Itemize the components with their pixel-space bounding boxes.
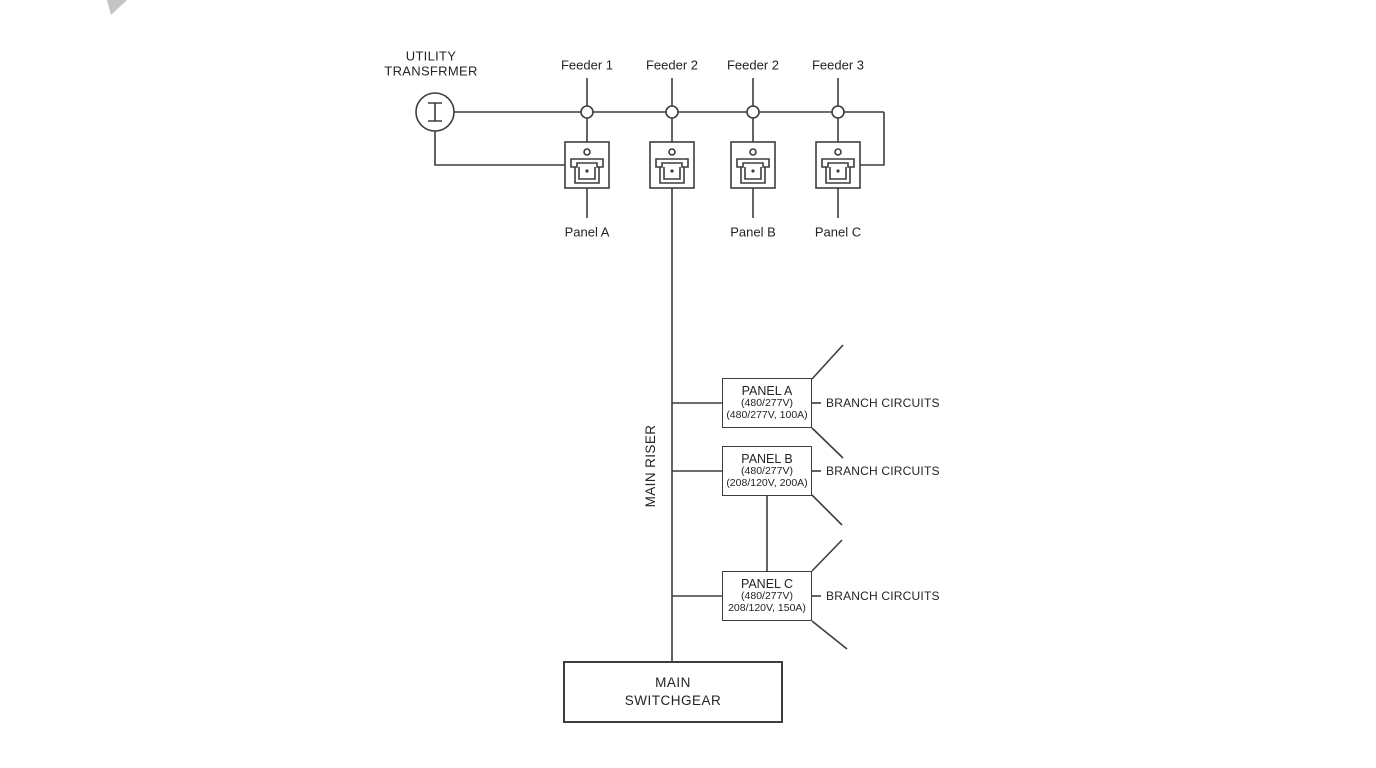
panel-a-tag: Panel A [564, 224, 610, 240]
panel-c-rating: 208/120V, 150A) [728, 602, 806, 614]
panel-b-branch-circuits-label: BRANCH CIRCUITS [826, 463, 940, 478]
panel-a-box: PANEL A (480/277V) (480/277V, 100A) [722, 378, 812, 428]
panel-c-voltage: (480/277V) [741, 590, 793, 603]
panel-c-box: PANEL C (480/277V) 208/120V, 150A) [722, 571, 812, 621]
breaker-symbol-2 [649, 141, 695, 189]
utility-transformer-symbol [415, 92, 455, 132]
panel-a-voltage: (480/277V) [741, 397, 793, 410]
utility-transformer-label: UTILITY TRANSFRMER [384, 49, 477, 80]
panel-b-box: PANEL B (480/277V) (208/120V, 200A) [722, 446, 812, 496]
feeder-2-label: Feeder 2 [645, 57, 699, 73]
bus-node-4 [831, 105, 845, 119]
panel-c-branch-diagonal-up [811, 539, 843, 572]
breaker-symbol-4 [815, 141, 861, 189]
panel-b-rating: (208/120V, 200A) [726, 477, 808, 489]
panel-a-branch-diagonal-down [811, 427, 844, 459]
bus-node-3 [746, 105, 760, 119]
feeder-1-label: Feeder 1 [560, 57, 614, 73]
panel-c-name: PANEL C [740, 577, 794, 592]
panel-b-tag: Panel B [730, 224, 776, 240]
main-switchgear-box: MAIN SWITCHGEAR [563, 661, 783, 723]
main-riser-label: MAIN RISER [643, 424, 659, 508]
utility-transformer-label-line1: UTILITY [405, 48, 457, 64]
panel-c-branch-circuits-label: BRANCH CIRCUITS [826, 588, 940, 603]
bus-node-2 [665, 105, 679, 119]
feeder-4-label: Feeder 3 [811, 57, 865, 73]
panel-c-branch-diagonal-down [811, 620, 848, 650]
panel-b-voltage: (480/277V) [741, 465, 793, 478]
transformer-lower-feed-line [434, 131, 565, 166]
panel-a-rating: (480/277V, 100A) [726, 409, 808, 421]
panel-b-branch-diagonal-down [811, 494, 843, 526]
breaker-symbol-3 [730, 141, 776, 189]
main-switchgear-line1: MAIN [655, 675, 691, 691]
panel-c-tag: Panel C [814, 224, 862, 240]
corner-artifact [107, 0, 127, 15]
feeder-3-label: Feeder 2 [726, 57, 780, 73]
panel-b-name: PANEL B [741, 452, 793, 467]
panel-a-branch-diagonal-up [811, 344, 844, 380]
bus-right-wrap-line [860, 112, 885, 166]
bus-node-1 [580, 105, 594, 119]
main-switchgear-line2: SWITCHGEAR [624, 693, 722, 708]
breaker-symbol-1 [564, 141, 610, 189]
panel-a-name: PANEL A [741, 384, 793, 399]
panel-a-branch-circuits-label: BRANCH CIRCUITS [826, 395, 940, 410]
utility-transformer-label-line2: TRANSFRMER [384, 64, 478, 79]
